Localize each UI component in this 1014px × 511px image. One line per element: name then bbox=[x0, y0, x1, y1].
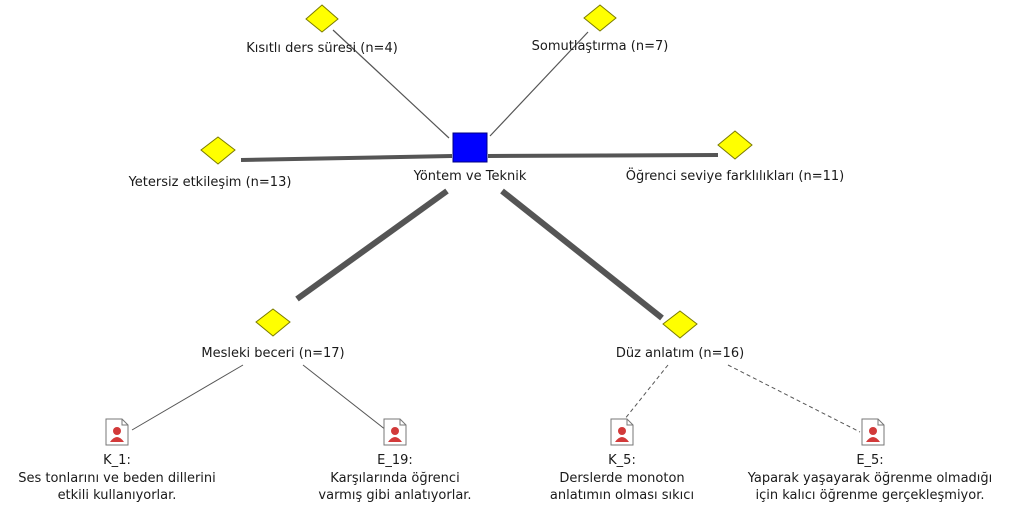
document-user-icon bbox=[105, 418, 129, 446]
quote-line-e19-2: varmış gibi anlatıyorlar. bbox=[318, 488, 471, 503]
edge-e19 bbox=[302, 364, 387, 431]
edge-kisitli bbox=[332, 29, 450, 139]
quote-code-e5: E_5: bbox=[856, 453, 883, 468]
quote-code-e19: E_19: bbox=[377, 453, 413, 468]
edge-somut bbox=[489, 31, 589, 137]
edges bbox=[131, 29, 861, 433]
quote-code-k5: K_5: bbox=[608, 453, 636, 468]
quote-code-k1: K_1: bbox=[103, 453, 131, 468]
edge-yetersiz bbox=[240, 154, 453, 162]
edge-ogrenci bbox=[487, 153, 719, 158]
quote-line-k5-2: anlatımın olması sıkıcı bbox=[550, 488, 694, 503]
edge-e5 bbox=[727, 364, 861, 433]
quote-node-e5[interactable]: E_5: Yaparak yaşayarak öğrenme olmadığı … bbox=[747, 418, 993, 503]
edge-k1 bbox=[131, 364, 244, 431]
quote-node-e19[interactable]: E_19: Karşılarında öğrenci varmış gibi a… bbox=[318, 418, 472, 503]
quote-line-k1-1: Ses tonlarını ve beden dillerini bbox=[18, 471, 216, 486]
document-user-icon bbox=[861, 418, 885, 446]
blue-square-icon bbox=[452, 132, 488, 163]
edge-duz bbox=[500, 188, 664, 321]
center-node-label: Yöntem ve Teknik bbox=[413, 169, 527, 184]
code-node-kisitli[interactable]: Kısıtlı ders süresi (n=4) bbox=[246, 4, 398, 56]
quote-line-e5-1: Yaparak yaşayarak öğrenme olmadığı bbox=[747, 471, 993, 486]
edge-mesleki bbox=[295, 188, 449, 302]
diamond-icon bbox=[200, 136, 236, 165]
diamond-icon bbox=[662, 310, 698, 339]
quote-line-k5-1: Derslerde monoton bbox=[559, 471, 684, 486]
code-label-somut: Somutlaştırma (n=7) bbox=[532, 39, 669, 54]
diamond-icon bbox=[305, 4, 339, 33]
code-node-somut[interactable]: Somutlaştırma (n=7) bbox=[532, 4, 669, 54]
quote-line-k1-2: etkili kullanıyorlar. bbox=[58, 488, 177, 503]
document-user-icon bbox=[383, 418, 407, 446]
diamond-icon bbox=[717, 130, 753, 160]
code-label-kisitli: Kısıtlı ders süresi (n=4) bbox=[246, 41, 398, 56]
diamond-icon bbox=[255, 308, 291, 337]
diamond-icon bbox=[583, 4, 617, 32]
code-label-yetersiz: Yetersiz etkileşim (n=13) bbox=[128, 175, 292, 190]
code-node-duz[interactable]: Düz anlatım (n=16) bbox=[616, 310, 744, 361]
quote-node-k1[interactable]: K_1: Ses tonlarını ve beden dillerini et… bbox=[18, 418, 216, 503]
quote-node-k5[interactable]: K_5: Derslerde monoton anlatımın olması … bbox=[550, 418, 694, 503]
document-user-icon bbox=[610, 418, 634, 446]
code-node-mesleki[interactable]: Mesleki beceri (n=17) bbox=[201, 308, 345, 361]
edge-k5 bbox=[623, 364, 669, 421]
code-label-duz: Düz anlatım (n=16) bbox=[616, 346, 744, 361]
quote-line-e5-2: için kalıcı öğrenme gerçekleşmiyor. bbox=[756, 488, 985, 503]
center-node[interactable]: Yöntem ve Teknik bbox=[413, 132, 527, 184]
code-label-ogrenci: Öğrenci seviye farklılıkları (n=11) bbox=[626, 167, 844, 184]
quote-line-e19-1: Karşılarında öğrenci bbox=[330, 471, 459, 486]
code-node-ogrenci[interactable]: Öğrenci seviye farklılıkları (n=11) bbox=[626, 130, 844, 184]
code-label-mesleki: Mesleki beceri (n=17) bbox=[201, 346, 344, 361]
code-node-yetersiz[interactable]: Yetersiz etkileşim (n=13) bbox=[128, 136, 292, 190]
